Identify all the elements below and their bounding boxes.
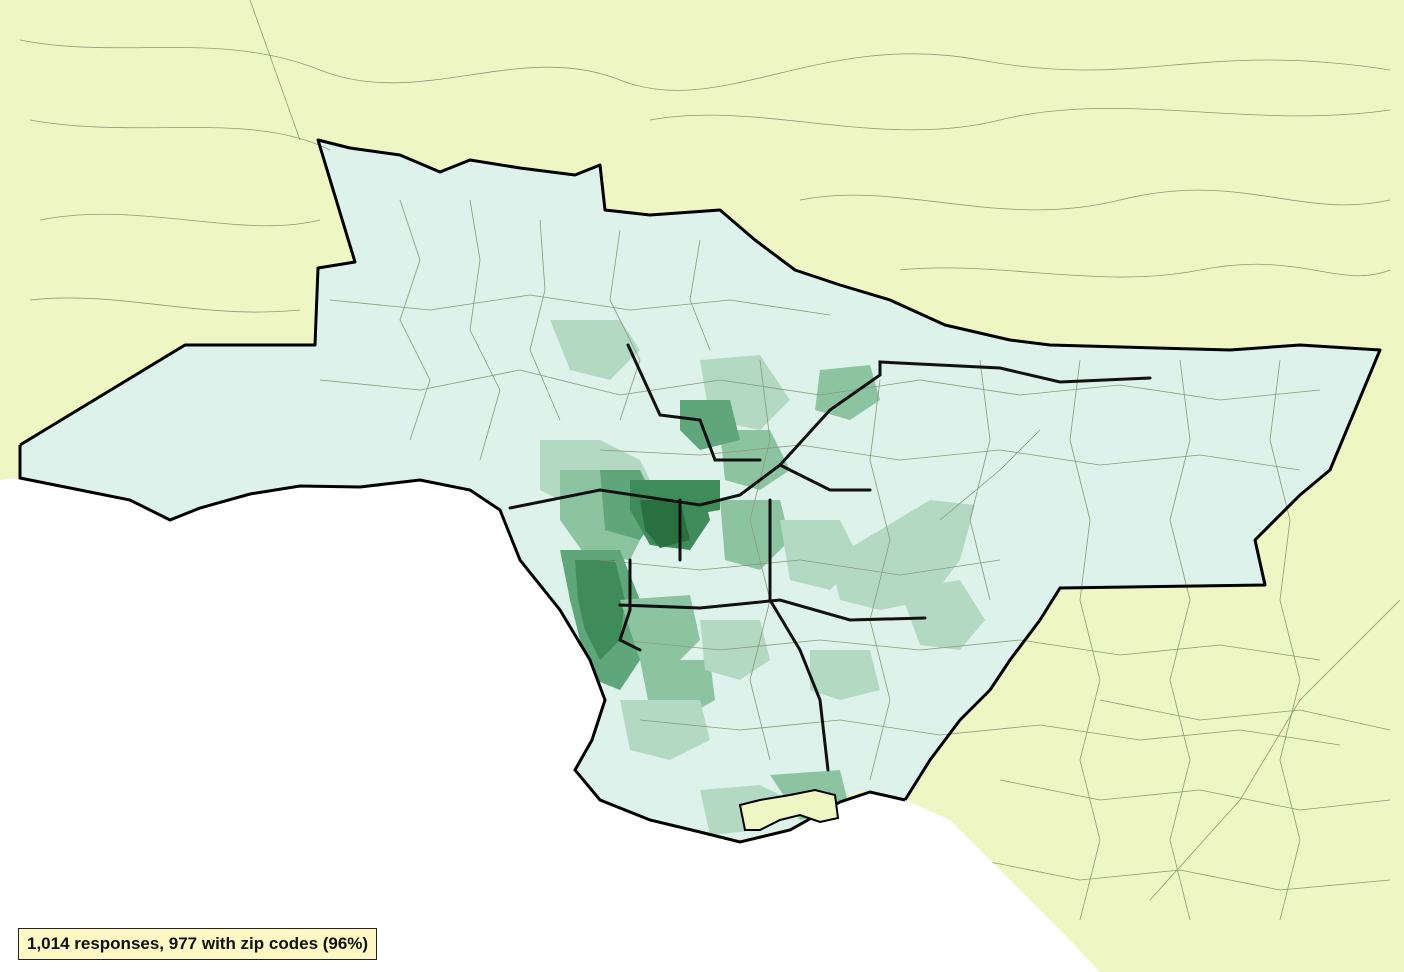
shaded-zips [540,320,985,835]
response-count-caption: 1,014 responses, 977 with zip codes (96%… [18,928,378,960]
harbor [738,788,840,831]
ocean [0,478,1100,972]
rail-lines [508,343,1152,772]
city-boundary [19,138,1382,801]
coastline [18,445,906,844]
zip-boundaries [19,0,1401,921]
